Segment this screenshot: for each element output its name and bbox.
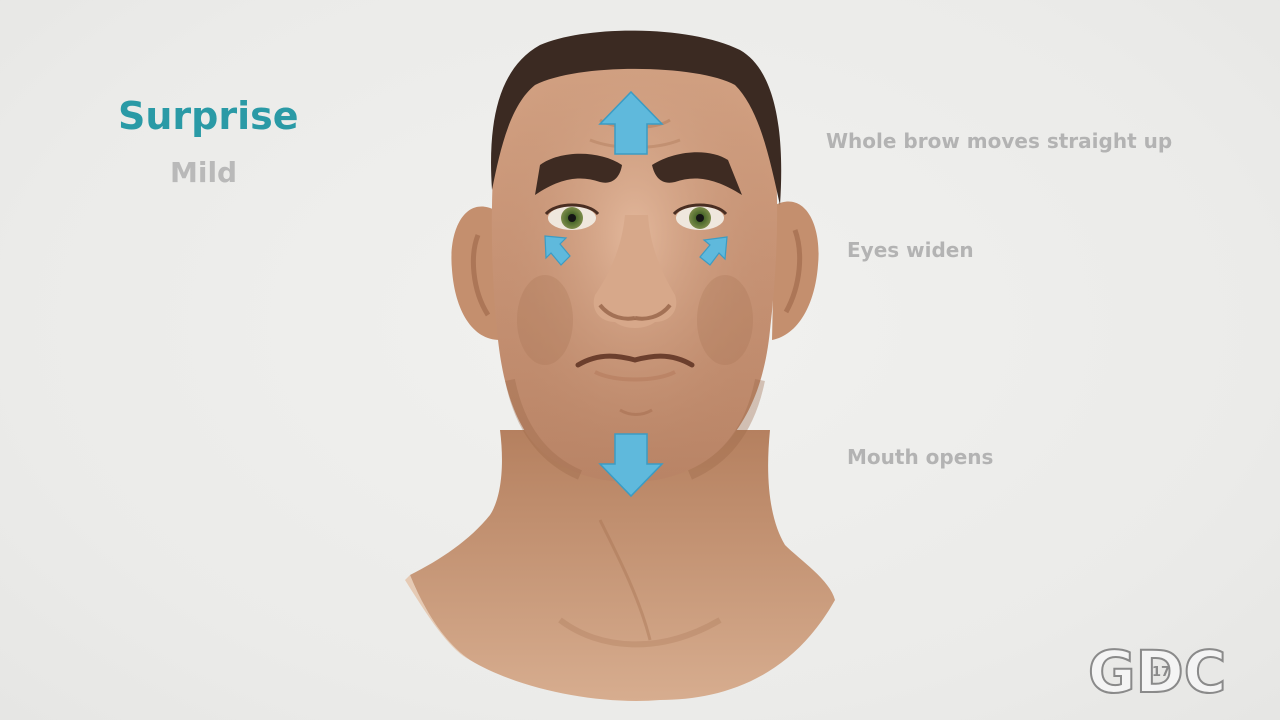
nose [593, 215, 677, 328]
gdc-logo-text: GDC [1088, 638, 1226, 702]
mouth [575, 353, 695, 416]
arrow-up-left-icon [544, 235, 571, 266]
annotation-eyes: Eyes widen [847, 238, 974, 262]
ears [451, 201, 819, 340]
neck-shoulders [405, 430, 835, 701]
annotation-brow: Whole brow moves straight up [826, 129, 1173, 153]
arrow-down-icon [598, 433, 664, 498]
gdc-logo: GDC 17 [1087, 638, 1227, 702]
eyes [544, 203, 728, 230]
slide-subtitle: Mild [170, 156, 238, 189]
arrow-up-icon [598, 90, 664, 155]
slide-title: Surprise [118, 94, 299, 138]
gdc-logo-badge: 17 [1152, 665, 1170, 680]
arrow-up-right-icon [699, 236, 728, 266]
annotation-mouth: Mouth opens [847, 445, 994, 469]
